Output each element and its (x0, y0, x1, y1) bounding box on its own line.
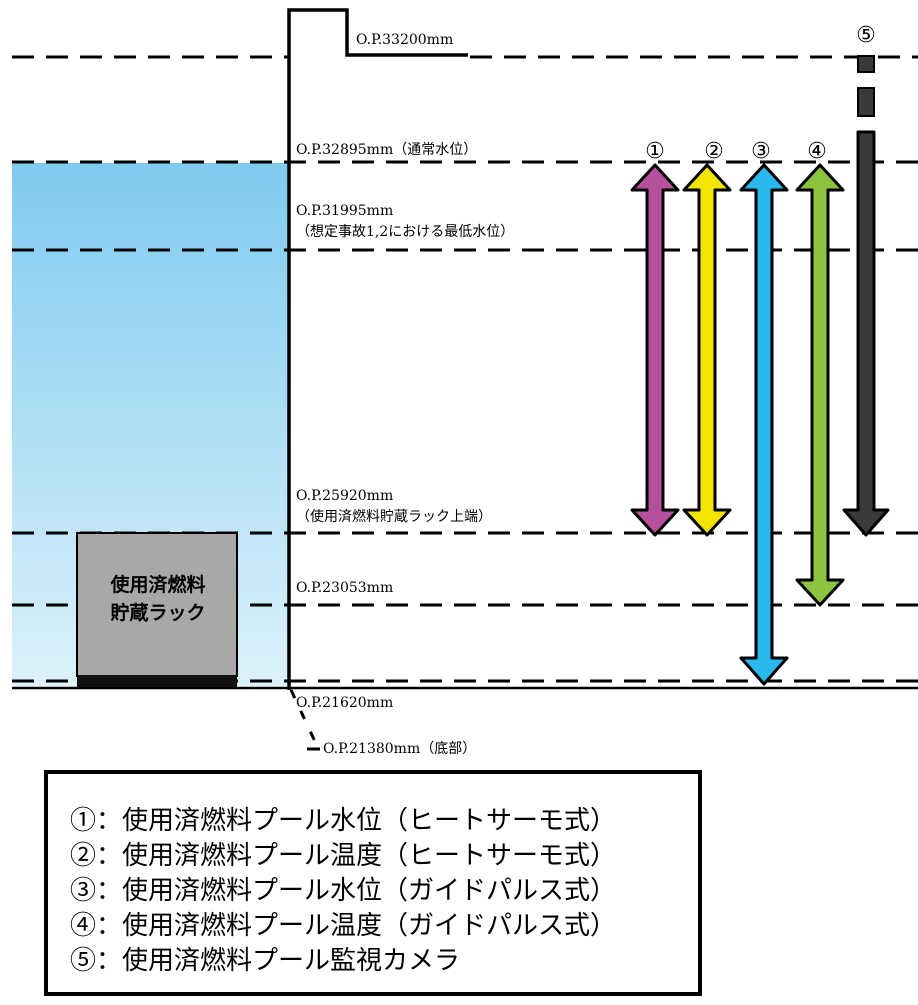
fuel-rack (76, 532, 238, 677)
marker-2: ② (704, 139, 724, 164)
label-op-25920-note: （使用済燃料貯蔵ラック上端） (296, 508, 492, 525)
label-op-23053: O.P.23053mm (296, 580, 393, 596)
label-op-21620: O.P.21620mm (296, 695, 393, 711)
range-arrow-3 (739, 163, 789, 686)
legend-item-2: ②：使用済燃料プール温度（ヒートサーモ式） (70, 841, 617, 871)
range-arrow-2 (682, 163, 732, 537)
fuel-rack-base (77, 675, 237, 687)
legend-item-3: ③：使用済燃料プール水位（ガイドパルス式） (70, 876, 617, 906)
fuel-rack-label-line2: 貯蔵ラック (110, 601, 205, 624)
fuel-rack-label-line1: 使用済燃料 (109, 573, 205, 596)
legend-item-5: ⑤：使用済燃料プール監視カメラ (70, 946, 461, 976)
camera-range (842, 55, 890, 537)
label-op-31995-note: （想定事故1,2における最低水位） (296, 224, 514, 240)
pool-wall (287, 8, 468, 690)
label-op-25920: O.P.25920mm (296, 488, 393, 504)
legend-item-1: ①：使用済燃料プール水位（ヒートサーモ式） (70, 806, 617, 836)
camera-dash-1 (857, 55, 875, 73)
camera-arrow (842, 130, 890, 537)
marker-5: ⑤ (856, 23, 876, 48)
range-arrow-1 (630, 163, 680, 537)
pool-bottom-dash (289, 689, 320, 749)
marker-1: ① (645, 139, 665, 164)
camera-dash-2 (857, 87, 875, 117)
legend-item-4: ④：使用済燃料プール温度（ガイドパルス式） (70, 911, 617, 941)
label-op-31995: O.P.31995mm (296, 203, 393, 219)
label-op-32895: O.P.32895mm（通常水位） (296, 142, 477, 158)
legend-box: ①：使用済燃料プール水位（ヒートサーモ式） ②：使用済燃料プール温度（ヒートサー… (44, 770, 702, 996)
marker-4: ④ (807, 139, 827, 164)
marker-3: ③ (751, 139, 771, 164)
range-arrow-4 (795, 163, 845, 607)
label-op-33200: O.P.33200mm (356, 32, 453, 48)
label-op-21380: O.P.21380mm（底部） (323, 741, 476, 757)
